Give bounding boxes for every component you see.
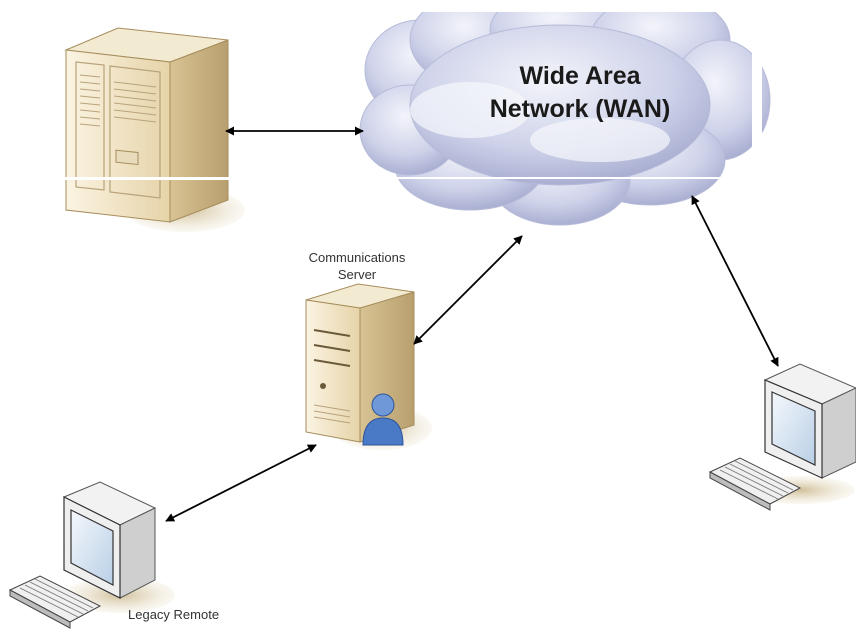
arrow-workstation-wan [691,195,779,367]
user-icon [362,393,404,446]
mainframe-server-icon [60,27,245,232]
desktop-computer-icon [8,481,175,629]
wan-title-line1: Wide Area [519,62,641,90]
communications-server-label: Communications Server [262,249,452,283]
comm-label-line2: Server [337,267,377,282]
server-with-user-icon [305,283,432,450]
desktop-computer-icon [708,363,856,511]
wan-title-line2: Network (WAN) [489,95,671,123]
comm-label-line1: Communications [308,250,406,265]
arrow-server-wan [413,235,523,345]
connection-arrows [165,126,779,522]
arrow-legacy-server [165,444,317,522]
wan-title: Wide Area Network (WAN) [440,60,720,126]
legacy-remote-label: Legacy Remote [128,607,220,622]
cloud-icon [359,0,771,226]
